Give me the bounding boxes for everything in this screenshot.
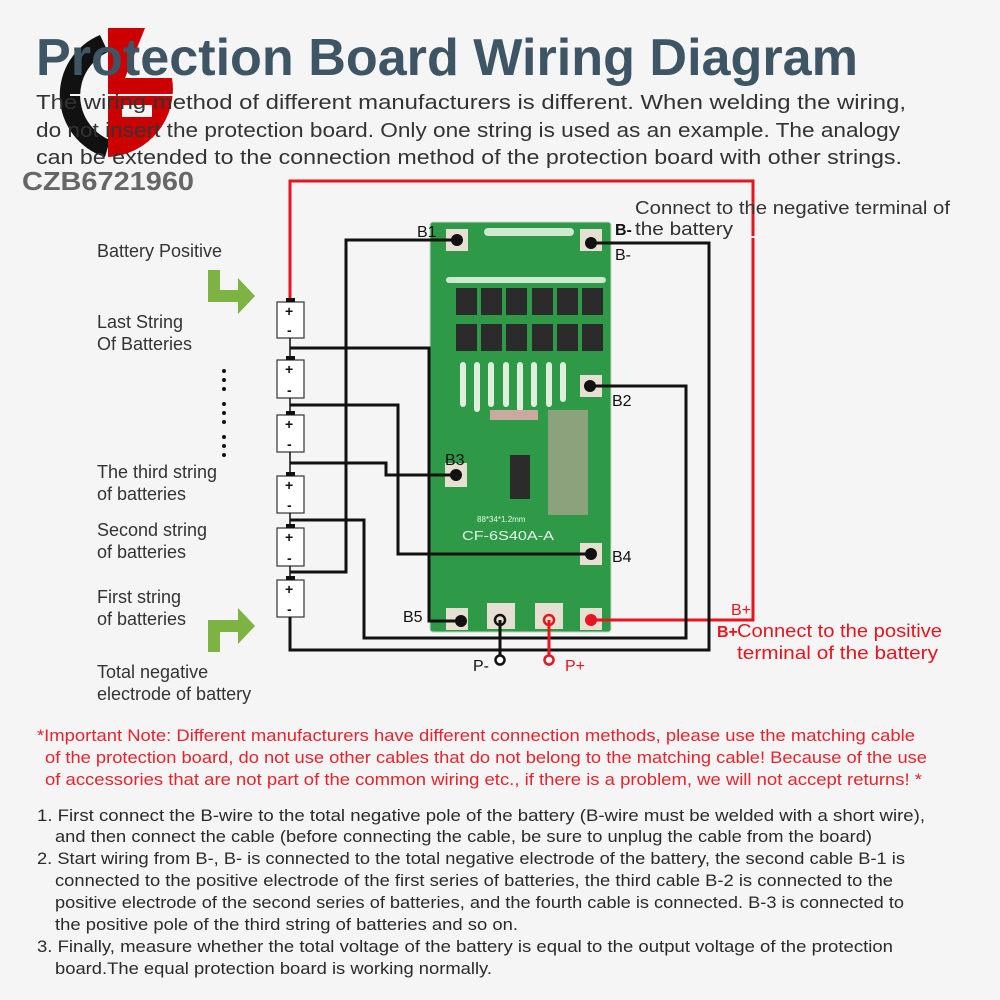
pin-label-b2: B2	[612, 393, 632, 410]
wire-b2	[290, 384, 688, 640]
svg-text:-: -	[287, 322, 292, 338]
label-total-negative: electrode of battery	[97, 684, 251, 704]
battery-cell: +-	[276, 298, 305, 339]
intro-line: can be extended to the connection method…	[36, 147, 902, 169]
brand-logo: CZB6721960	[22, 28, 194, 196]
svg-text:+: +	[285, 581, 293, 597]
step-line: and then connect the cable (before conne…	[55, 828, 872, 846]
board-model-label: CF-6S40A-A	[462, 528, 554, 543]
svg-text:+: +	[285, 477, 293, 493]
arrow-down-right-icon	[208, 270, 255, 314]
step-line: positive electrode of the second series …	[55, 894, 904, 912]
pin-dots	[450, 234, 597, 666]
svg-text:-: -	[287, 550, 292, 566]
wire-b-minus	[288, 241, 711, 652]
wires	[288, 179, 755, 655]
battery-cell: +-	[276, 356, 305, 399]
wire-battery-positive	[288, 179, 755, 298]
label-connect-negative: the battery	[635, 219, 733, 239]
svg-text:-: -	[287, 601, 292, 617]
label-third-string: of batteries	[97, 484, 186, 504]
protection-board: 88*34*1.2mm CF-6S40A-A	[429, 221, 612, 633]
svg-text:+: +	[285, 361, 293, 377]
page-title: Protection Board Wiring Diagram	[36, 29, 858, 87]
label-second-string: of batteries	[97, 542, 186, 562]
label-b-plus-small: B+	[717, 624, 738, 641]
wire-b5	[290, 346, 457, 623]
label-first-string: First string	[97, 587, 181, 607]
label-last-string: Last String	[97, 312, 183, 332]
important-note-line: of the protection board, do not use othe…	[45, 748, 927, 767]
step-line: 2. Start wiring from B-, B- is connected…	[37, 850, 905, 868]
pin-label-b-minus: B-	[615, 247, 631, 264]
pin-label-b5: B5	[403, 609, 423, 626]
label-last-string: Of Batteries	[97, 334, 192, 354]
step-line: the positive pole of the third string of…	[55, 916, 518, 934]
label-total-negative: Total negative	[97, 662, 208, 682]
battery-cell: +-	[276, 524, 305, 567]
battery-stack: +- +- +- +- +- +-	[276, 298, 305, 618]
pin-label-b1: B1	[417, 224, 437, 241]
label-b-minus-small: B-	[615, 222, 632, 239]
svg-text:-: -	[287, 497, 292, 513]
label-third-string: The third string	[97, 462, 217, 482]
battery-cell: +-	[276, 411, 305, 453]
svg-text:+: +	[285, 529, 293, 545]
important-note-line: of accessories that are not part of the …	[45, 770, 922, 789]
step-line: connected to the positive electrode of t…	[55, 872, 893, 890]
intro-line: do not insert the protection board. Only…	[36, 120, 900, 142]
wire-b-plus	[591, 238, 755, 622]
pin-label-b-plus: B+	[731, 602, 751, 619]
svg-text:+: +	[285, 416, 293, 432]
step-line: 3. Finally, measure whether the total vo…	[37, 938, 893, 956]
board-size-label: 88*34*1.2mm	[477, 515, 526, 524]
pin-label-b4: B4	[612, 549, 632, 566]
label-connect-negative: Connect to the negative terminal of	[635, 198, 951, 218]
svg-text:-: -	[287, 382, 292, 398]
pin-label-b3: B3	[445, 452, 465, 469]
pin-label-p-plus: P+	[565, 658, 585, 675]
arrow-up-right-icon	[208, 608, 255, 652]
svg-text:+: +	[285, 303, 293, 319]
battery-cell: +-	[276, 472, 305, 514]
step-line: 1. First connect the B-wire to the total…	[37, 807, 925, 825]
ellipsis-dots	[222, 369, 226, 457]
svg-text:-: -	[287, 436, 292, 452]
label-first-string: of batteries	[97, 609, 186, 629]
label-second-string: Second string	[97, 520, 207, 540]
label-connect-positive: terminal of the battery	[737, 643, 938, 663]
intro-line: The wiring method of different manufactu…	[36, 92, 906, 114]
label-connect-positive: Connect to the positive	[737, 621, 942, 641]
pin-label-p-minus: P-	[473, 658, 489, 675]
label-battery-positive: Battery Positive	[97, 241, 222, 261]
battery-cell: +-	[276, 576, 305, 618]
wire-b4	[290, 403, 591, 556]
wire-b3	[290, 461, 456, 477]
step-line: board.The equal protection board is work…	[55, 960, 492, 978]
important-note-line: *Important Note: Different manufacturers…	[37, 726, 915, 745]
logo-text: CZB6721960	[22, 166, 194, 196]
